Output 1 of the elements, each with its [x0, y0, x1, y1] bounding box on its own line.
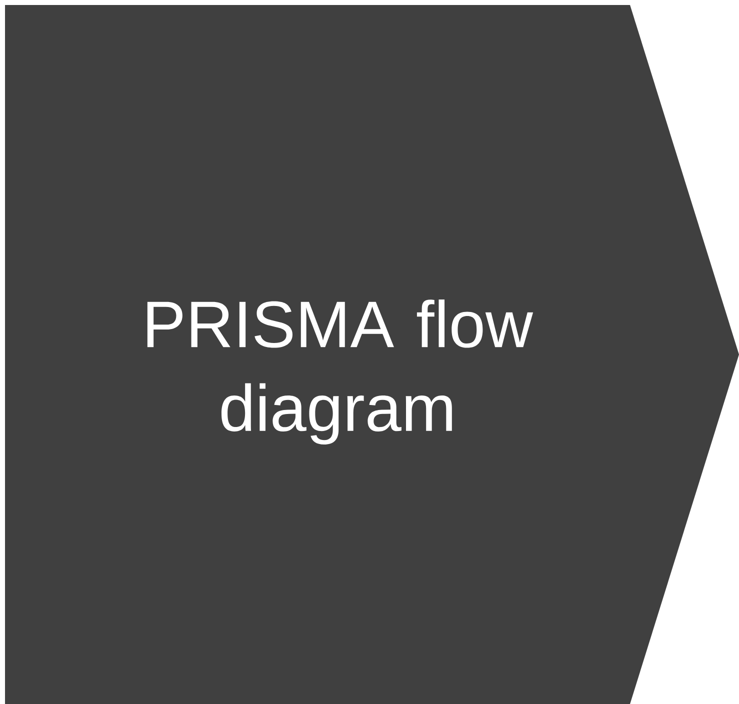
arrow-box: PRISMA flow diagram [5, 5, 739, 704]
